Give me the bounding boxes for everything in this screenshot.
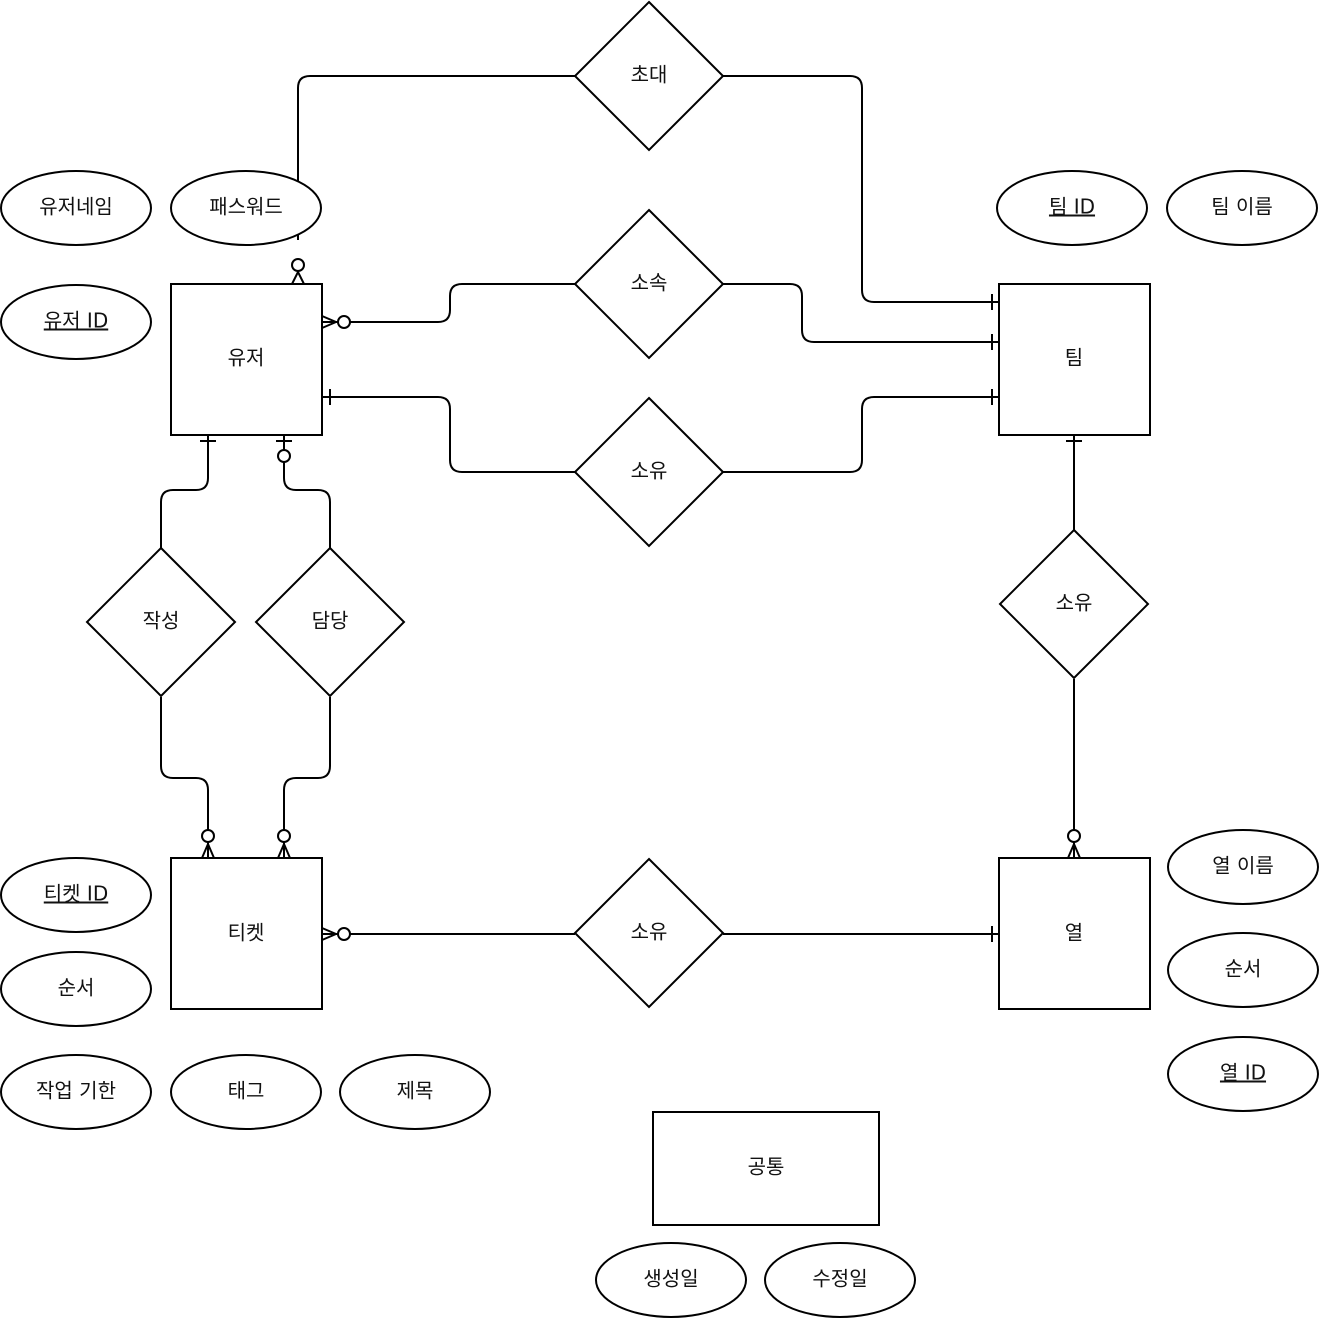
attribute-password[interactable]: 패스워드 [170,170,322,246]
cardinality-zero-or-many-marker [277,829,291,859]
entity-column-label: 열 [1065,921,1083,945]
relationship-own-ticket-label: 소유 [631,920,668,944]
attribute-user-name[interactable]: 유저네임 [0,170,152,246]
entity-common-label: 공통 [748,1155,785,1179]
relationship-invite-label: 초대 [631,63,668,87]
edge-invite-team [723,75,999,303]
attribute-column-id-label: 열 ID [1220,1061,1266,1085]
edge-write-ticket [160,697,209,858]
edge-own-team-team [723,396,999,473]
attribute-team-name-label: 팀 이름 [1211,195,1273,219]
attribute-ticket-order-label: 순서 [58,976,95,1000]
entity-user-label: 유저 [228,346,265,370]
attribute-deadline[interactable]: 작업 기한 [0,1054,152,1130]
edge-assign-ticket [283,697,331,858]
attribute-team-id[interactable]: 팀 ID [996,170,1148,246]
edge-own-team-user [322,396,575,473]
edge-assign-user [283,435,331,548]
cardinality-zero-or-many-marker [321,315,351,329]
entity-column[interactable]: 열 [998,857,1151,1010]
attribute-user-id-label: 유저 ID [44,309,108,333]
attribute-team-name[interactable]: 팀 이름 [1166,170,1318,246]
cardinality-zero-or-many-marker [291,258,305,285]
attribute-ticket-id-label: 티켓 ID [44,882,108,906]
cardinality-zero-or-many-marker [321,927,351,941]
attribute-ticket-order[interactable]: 순서 [0,951,152,1027]
attribute-user-name-label: 유저네임 [39,195,113,219]
entity-user[interactable]: 유저 [170,283,323,436]
relationship-invite[interactable]: 초대 [573,0,725,152]
relationship-own-column[interactable]: 소유 [998,528,1150,680]
attribute-column-name[interactable]: 열 이름 [1167,829,1319,905]
attribute-user-id[interactable]: 유저 ID [0,284,152,360]
relationship-belong[interactable]: 소속 [573,208,725,360]
attribute-tag[interactable]: 태그 [170,1054,322,1130]
attribute-ticket-id[interactable]: 티켓 ID [0,857,152,933]
attribute-created-at-label: 생성일 [643,1267,698,1291]
cardinality-zero-or-many-marker [1067,829,1081,859]
entity-team[interactable]: 팀 [998,283,1151,436]
edge-belong-user [322,283,575,323]
relationship-write-label: 작성 [143,609,180,633]
attribute-column-id[interactable]: 열 ID [1167,1036,1319,1112]
cardinality-zero-or-many-marker [201,829,215,859]
attribute-tag-label: 태그 [228,1079,265,1103]
attribute-deadline-label: 작업 기한 [36,1079,116,1103]
relationship-own-ticket[interactable]: 소유 [573,857,725,1009]
relationship-belong-label: 소속 [631,271,668,295]
attribute-updated-at-label: 수정일 [812,1267,867,1291]
attribute-updated-at[interactable]: 수정일 [764,1242,916,1318]
attribute-password-label: 패스워드 [209,195,283,219]
relationship-own-column-label: 소유 [1056,591,1093,615]
edge-belong-team [723,283,999,343]
attribute-created-at[interactable]: 생성일 [595,1242,747,1318]
relationship-assign[interactable]: 담당 [254,546,406,698]
edge-write-user [160,435,209,548]
entity-ticket[interactable]: 티켓 [170,857,323,1010]
attribute-column-order-label: 순서 [1225,957,1262,981]
attribute-title[interactable]: 제목 [339,1054,491,1130]
edge-invite-user [297,75,575,240]
relationship-write[interactable]: 작성 [85,546,237,698]
attribute-column-name-label: 열 이름 [1212,854,1274,878]
relationship-assign-label: 담당 [312,609,349,633]
entity-common[interactable]: 공통 [652,1111,880,1226]
entity-team-label: 팀 [1065,346,1083,370]
attribute-team-id-label: 팀 ID [1049,195,1095,219]
entity-ticket-label: 티켓 [228,921,265,945]
cardinality-zero-or-one-marker [276,440,292,463]
attribute-title-label: 제목 [397,1079,434,1103]
relationship-own-team-label: 소유 [631,459,668,483]
attribute-column-order[interactable]: 순서 [1167,932,1319,1008]
relationship-own-team[interactable]: 소유 [573,396,725,548]
